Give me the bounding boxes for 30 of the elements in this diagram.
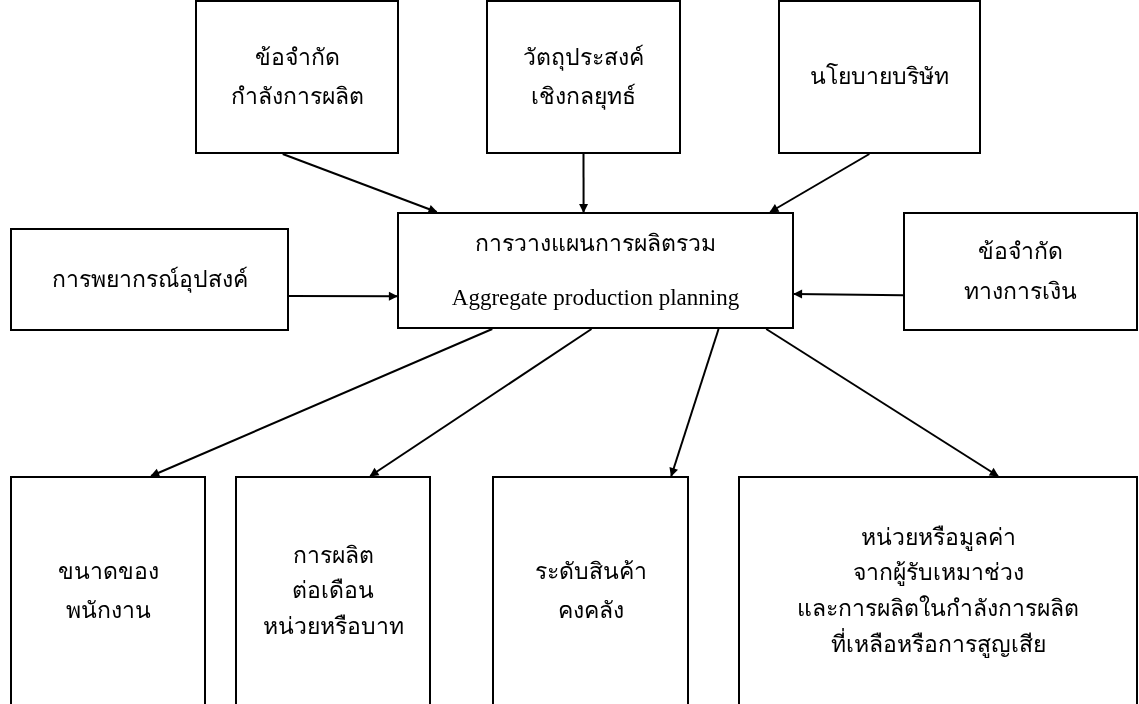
arrow [769,153,871,213]
box-text: Aggregate production planning [451,283,740,312]
box-text: วัตถุประสงค์ เชิงกลยุทธ์ [523,43,644,112]
process-box [492,476,689,704]
process-box [778,0,981,154]
box-text: การพยากรณ์อุปสงค์ [51,265,248,295]
process-box [195,0,399,154]
box-text: ขนาดของ พนักงาน [57,557,159,625]
arrow [281,153,438,214]
box-text: ข้อจำกัด ทางการเงิน [964,238,1077,306]
arrow [793,289,904,299]
box-text: ระดับสินค้า คงคลัง [534,557,647,625]
arrow [765,328,999,477]
process-box [486,0,681,154]
box-text: ข้อจำกัด กำลังการผลิต [230,43,364,111]
process-box [235,476,431,704]
process-box [738,476,1138,704]
process-box [903,212,1138,331]
box-text: การผลิต ต่อเดือน หน่วยหรือบาท [262,541,404,641]
process-box [10,228,289,331]
arrow [288,291,398,301]
arrow [150,328,494,477]
arrow [669,328,720,477]
box-text: หน่วยหรือมูลค่า จากผู้รับเหมาช่วง และการผลิตในกำลังการผลิต ที่เหลือหรือการสูญเสีย [797,523,1079,660]
arrow [579,153,589,213]
arrow [369,328,593,477]
box-text: การวางแผนการผลิตรวม [475,230,716,258]
process-box [10,476,206,704]
process-box [397,212,794,329]
box-text: นโยบายบริษัท [810,62,949,92]
